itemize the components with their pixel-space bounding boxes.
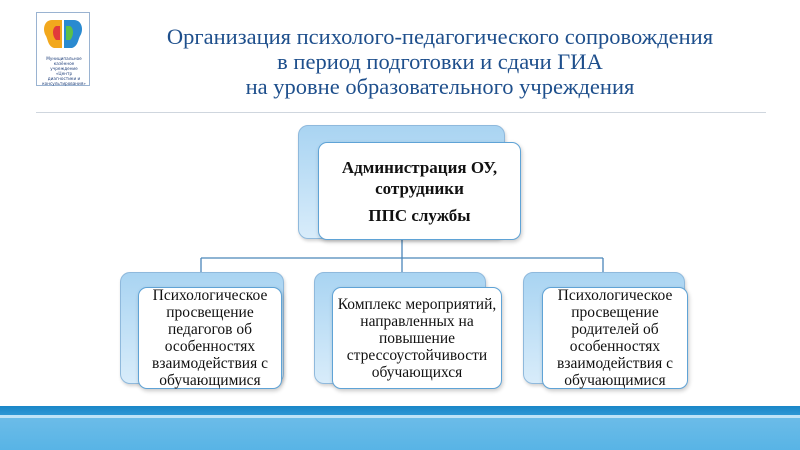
footer-band xyxy=(0,406,800,450)
top-node-label: Администрация ОУ, сотрудники ППС службы xyxy=(342,157,497,226)
child-node-2: Комплекс мероприятий, направленных на по… xyxy=(332,287,502,389)
child-node-1: Психологическое просвещение педагогов об… xyxy=(138,287,282,389)
page-title: Организация психолого-педагогического со… xyxy=(100,24,780,99)
title-line-1: Организация психолого-педагогического со… xyxy=(166,24,714,49)
title-divider xyxy=(36,112,766,113)
logo-caption: Муниципальное казённое учреждение «Центр… xyxy=(42,56,86,86)
child-node-3: Психологическое просвещение родителей об… xyxy=(542,287,688,389)
child-node-label-3: Психологическое просвещение родителей об… xyxy=(557,287,673,389)
footer-stripe xyxy=(0,415,800,418)
child-node-label-1: Психологическое просвещение педагогов об… xyxy=(152,287,268,389)
top-node-line-3: ППС службы xyxy=(368,205,471,225)
top-node: Администрация ОУ, сотрудники ППС службы xyxy=(318,142,521,240)
top-node-line-1: Администрация ОУ, xyxy=(341,157,498,177)
title-line-3: на уровне образовательного учреждения xyxy=(245,74,635,99)
child-node-label-2: Комплекс мероприятий, направленных на по… xyxy=(337,295,497,381)
title-line-2: в период подготовки и сдачи ГИА xyxy=(277,49,603,74)
top-node-line-2: сотрудники xyxy=(375,178,464,198)
logo-emblem xyxy=(36,12,90,86)
